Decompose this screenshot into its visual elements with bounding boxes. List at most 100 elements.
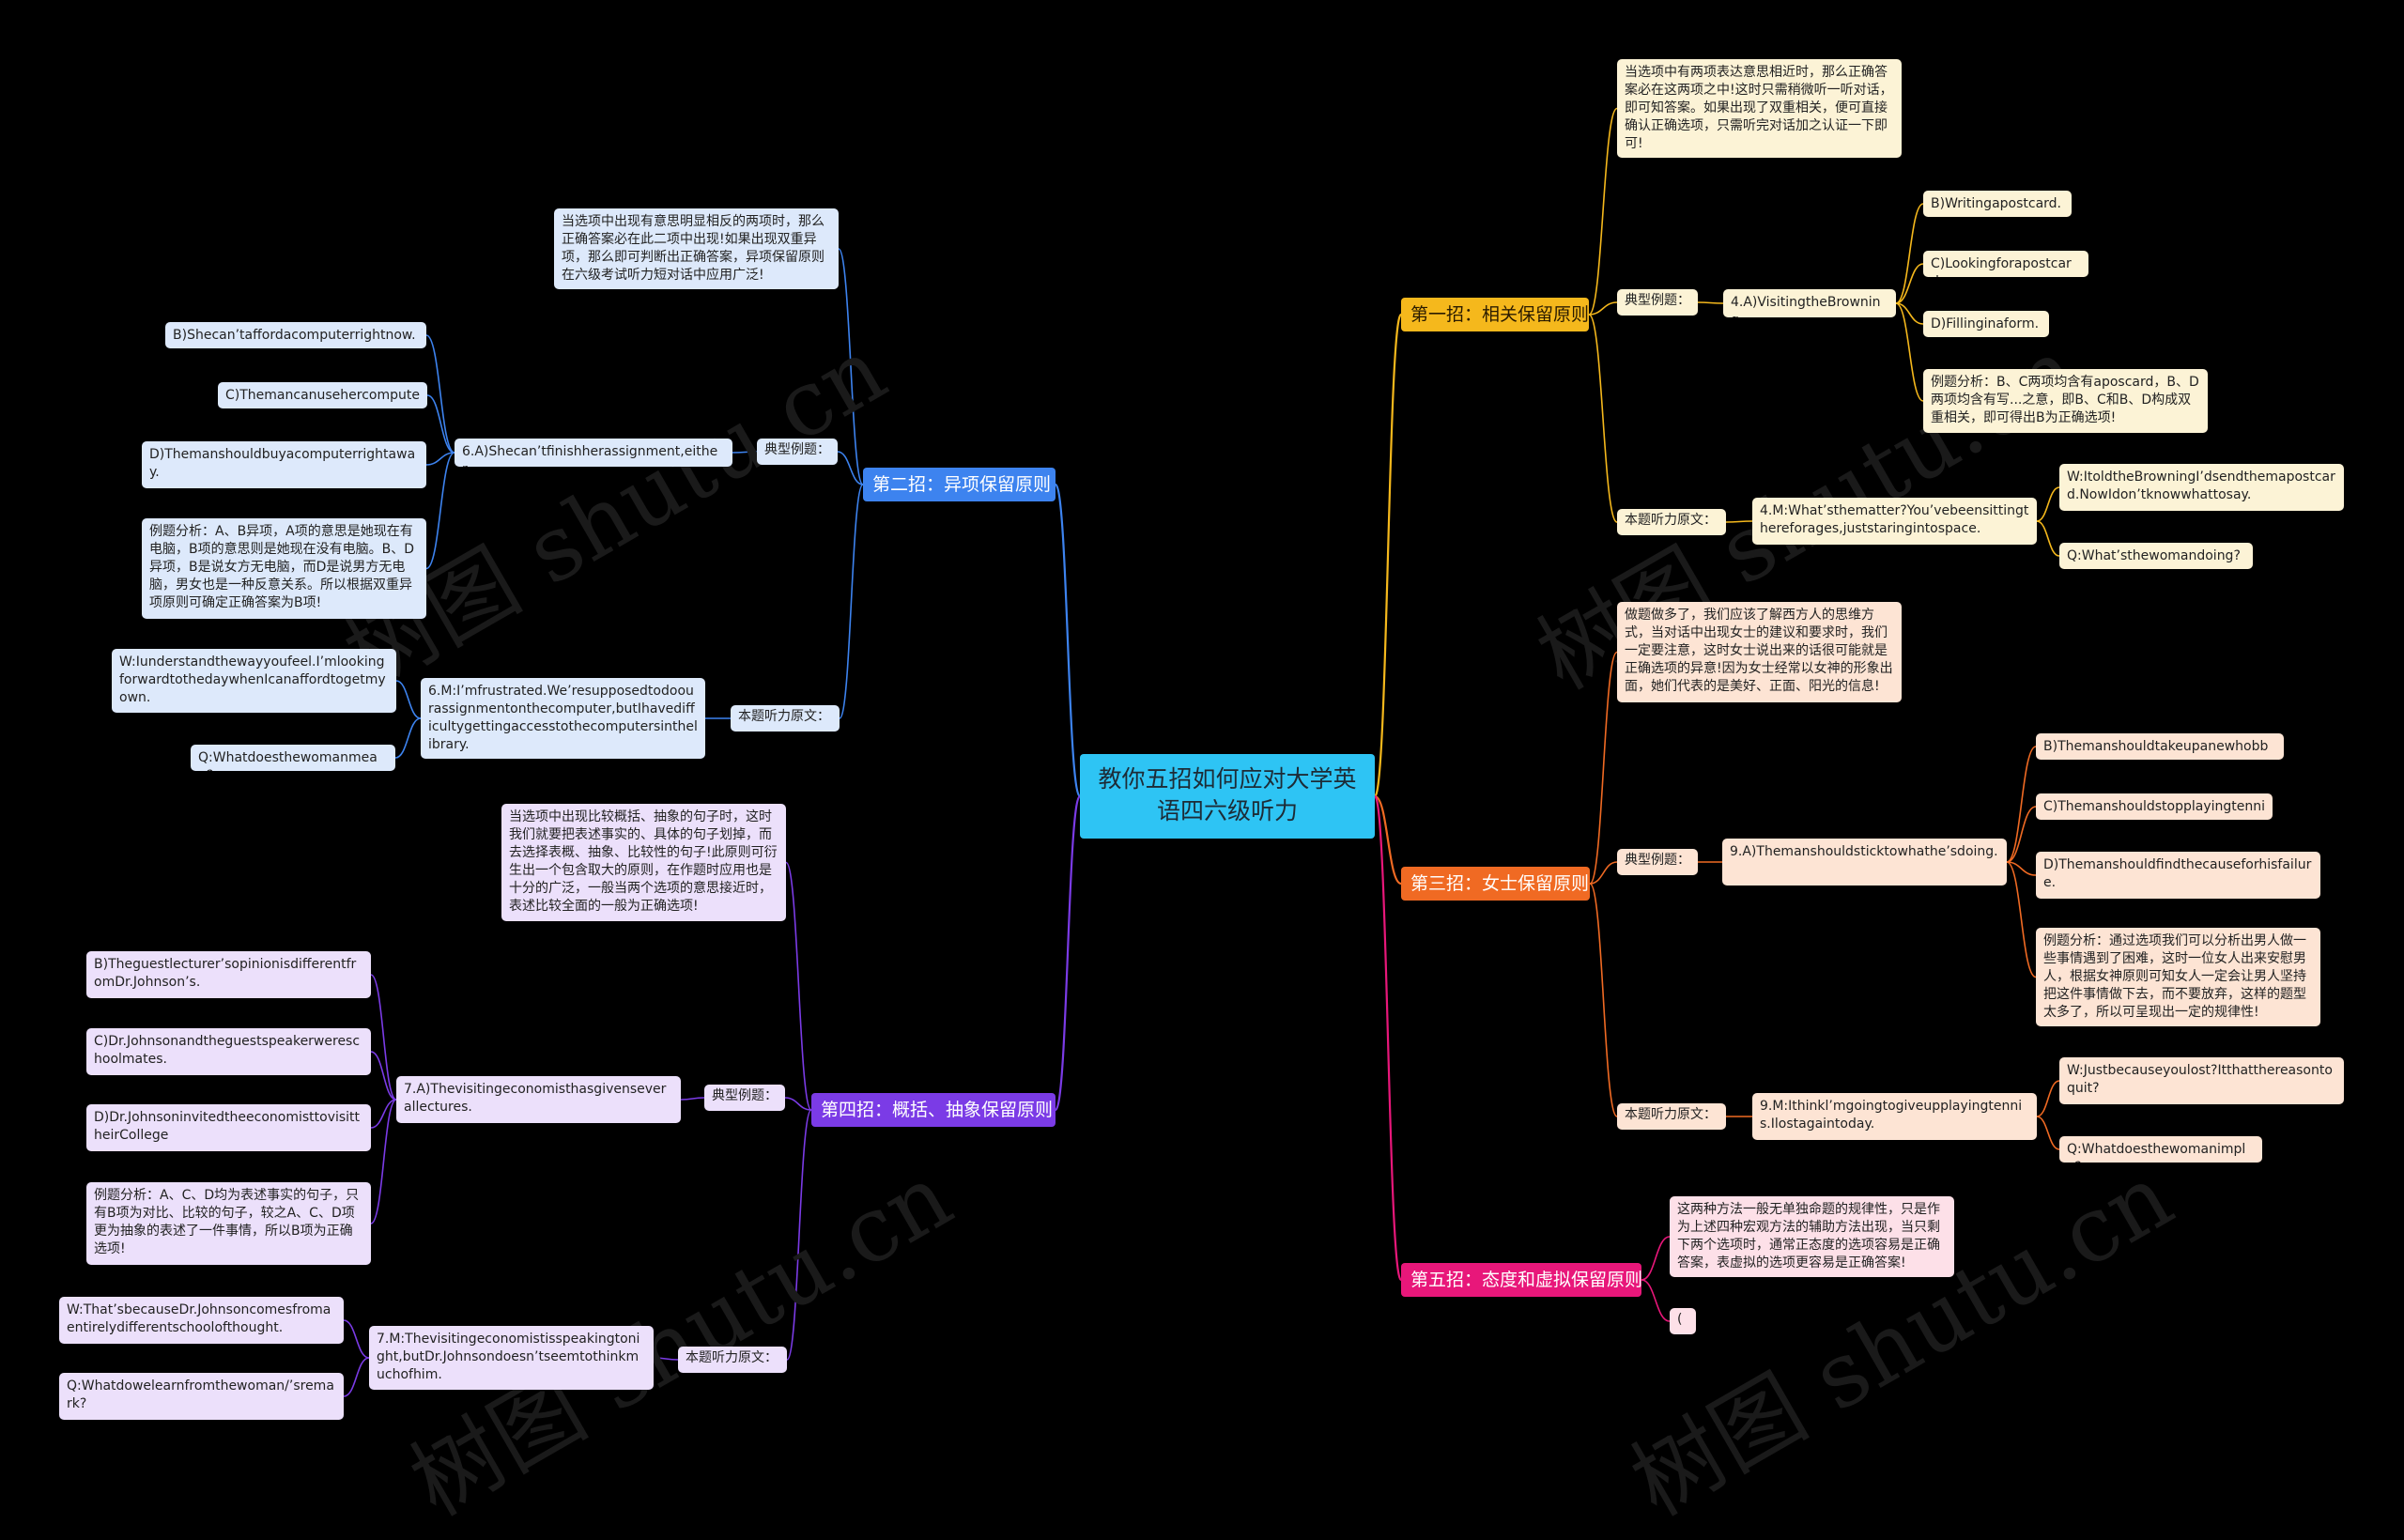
connector-lines xyxy=(343,107,2060,1397)
branch-4-dialogue-line[interactable]: W:That’sbecauseDr.Johnsoncomesfromaentir… xyxy=(59,1297,344,1344)
branch-1-note[interactable]: 当选项中有两项表达意思相近时，那么正确答案必在这两项之中!这时只需稍微听一听对话… xyxy=(1617,59,1902,158)
branch-1-dialogue-line[interactable]: W:ItoldtheBrowningI’dsendthemapostcard.N… xyxy=(2059,464,2344,511)
connector xyxy=(2036,486,2060,522)
branch-1-original-label[interactable]: 本题听力原文： xyxy=(1617,509,1726,535)
branch-2-original-label[interactable]: 本题听力原文： xyxy=(731,705,840,732)
branch-4-option[interactable]: B)Theguestlecturer’sopinionisdifferentfr… xyxy=(86,951,371,998)
connector xyxy=(1895,263,1924,304)
branch-3-option[interactable]: C)Themanshouldstopplayingtennis. xyxy=(2036,793,2273,820)
connector xyxy=(425,452,455,466)
connector xyxy=(1895,302,1924,325)
branch-1-analysis[interactable]: 例题分析：B、C两项均含有aposcard，B、D两项均含有写...之意，即B、… xyxy=(1923,369,2208,433)
connector xyxy=(1054,794,1082,1112)
connector xyxy=(2006,861,2037,978)
connector xyxy=(343,1357,370,1397)
connector xyxy=(370,1099,397,1129)
branch-3-original-text[interactable]: 9.M:Ithinkl’mgoingtogiveupplayingtennis.… xyxy=(1752,1093,2037,1140)
branch-1-option[interactable]: B)Writingapostcard. xyxy=(1923,191,2072,217)
connector xyxy=(2036,520,2060,557)
branch-2-analysis[interactable]: 例题分析：A、B异项，A项的意思是她现在有电脑，B项的意思则是她现在没有电脑。B… xyxy=(142,518,426,619)
connector xyxy=(1373,313,1403,798)
connector xyxy=(370,1099,397,1224)
connector xyxy=(395,680,422,719)
connector xyxy=(1589,883,1618,1117)
branch-3-dialogue-line[interactable]: Q:Whatdoesthewomanimply? xyxy=(2059,1136,2262,1163)
branch-3-dialogue-line[interactable]: W:Justbecauseyoulost?Itthatthereasontoqu… xyxy=(2059,1057,2344,1104)
branch-3-analysis[interactable]: 例题分析：通过选项我们可以分析出男人做一些事情遇到了困难，这时一位女人出来安慰男… xyxy=(2036,928,2320,1026)
connector xyxy=(1374,794,1402,886)
branch-2-title[interactable]: 第二招：异项保留原则 xyxy=(863,468,1056,501)
branch-2-dialogue-line[interactable]: Q:Whatdoesthewomanmean? xyxy=(191,745,395,771)
branch-4-original-label[interactable]: 本题听力原文： xyxy=(678,1347,787,1373)
branch-1-original-text[interactable]: 4.M:What’sthematter?You’vebeensittingthe… xyxy=(1752,498,2037,545)
connector xyxy=(784,1097,812,1111)
branch-2-option[interactable]: C)Themancanusehercomputer. xyxy=(218,382,427,408)
branch-2-example-question[interactable]: 6.A)Shecan’tfinishherassignment,either. xyxy=(455,439,732,467)
connector xyxy=(1588,107,1618,316)
branch-3-option[interactable]: B)Themanshouldtakeupanewhobby. xyxy=(2036,733,2284,760)
connector xyxy=(1589,861,1618,885)
branch-4-option[interactable]: C)Dr.Johnsonandtheguestspeakerwereschool… xyxy=(86,1028,371,1075)
connector xyxy=(1895,302,1924,402)
branch-4-option[interactable]: D)Dr.Johnsoninvitedtheeconomisttovisitth… xyxy=(86,1104,371,1151)
connector xyxy=(1641,1279,1671,1322)
connector xyxy=(426,394,455,454)
connector xyxy=(837,451,864,485)
branch-1-option[interactable]: C)Lookingforapostcard. xyxy=(1923,251,2088,277)
connector xyxy=(680,1097,705,1101)
connector xyxy=(1373,794,1403,1282)
connector xyxy=(2036,1080,2060,1117)
connector xyxy=(1589,651,1618,885)
connector xyxy=(370,1051,397,1101)
branch-2-note[interactable]: 当选项中出现有意思明显相反的两项时，那么正确答案必在此二项中出现!如果出现双重异… xyxy=(554,208,839,289)
connector xyxy=(1895,203,1924,304)
connector xyxy=(2006,746,2037,863)
connector xyxy=(785,861,812,1111)
branch-4-title[interactable]: 第四招：概括、抽象保留原则 xyxy=(811,1093,1056,1127)
branch-3-title[interactable]: 第三招：女士保留原则 xyxy=(1401,867,1590,901)
branch-3-original-label[interactable]: 本题听力原文： xyxy=(1617,1103,1726,1130)
branch-4-note[interactable]: 当选项中出现比较概括、抽象的句子时，这时我们就要把表述事实的、具体的句子划掉，而… xyxy=(501,804,786,921)
branch-1-option[interactable]: D)Fillinginaform. xyxy=(1923,311,2049,337)
branch-5-note[interactable]: 这两种方法一般无单独命题的规律性，只是作为上述四种宏观方法的辅助方法出现，当只剩… xyxy=(1670,1196,1954,1277)
branch-1-example-label[interactable]: 典型例题： xyxy=(1617,289,1698,316)
connector xyxy=(786,1109,812,1361)
branch-1-example-question[interactable]: 4.A)VisitingtheBrowning. xyxy=(1723,289,1896,317)
connector xyxy=(2036,1116,2060,1150)
connector xyxy=(1725,520,1753,523)
connector xyxy=(1641,1236,1671,1281)
branch-2-option[interactable]: D)Themanshouldbuyacomputerrightaway. xyxy=(142,441,426,488)
branch-4-dialogue-line[interactable]: Q:Whatdowelearnfromthewoman/’sremark? xyxy=(59,1373,344,1420)
connector xyxy=(370,974,397,1101)
connector xyxy=(1697,301,1724,304)
branch-3-option[interactable]: D)Themanshouldfindthecauseforhisfailure. xyxy=(2036,852,2320,899)
branch-1-title[interactable]: 第一招：相关保留原则 xyxy=(1401,298,1589,331)
connector xyxy=(425,334,455,454)
connector xyxy=(1588,301,1618,316)
branch-2-original-text[interactable]: 6.M:I’mfrustrated.We’resupposedtodoouras… xyxy=(421,678,705,759)
branch-4-example-question[interactable]: 7.A)Thevisitingeconomisthasgivenseverall… xyxy=(396,1076,681,1123)
root-topic[interactable]: 教你五招如何应对大学英语四六级听力 xyxy=(1080,754,1375,839)
connector xyxy=(425,452,455,570)
branch-4-example-label[interactable]: 典型例题： xyxy=(704,1085,785,1111)
branch-1-dialogue-line[interactable]: Q:What’sthewomandoing? xyxy=(2059,543,2253,569)
connector xyxy=(343,1319,370,1359)
connector xyxy=(838,248,864,485)
branch-5-title[interactable]: 第五招：态度和虚拟保留原则 xyxy=(1401,1263,1641,1297)
branch-3-example-label[interactable]: 典型例题： xyxy=(1617,849,1698,875)
connector xyxy=(1588,314,1618,523)
branch-2-option[interactable]: B)Shecan’taffordacomputerrightnow. xyxy=(165,322,426,348)
branch-4-original-text[interactable]: 7.M:Thevisitingeconomistisspeakingtonigh… xyxy=(369,1326,654,1390)
connector xyxy=(2006,861,2037,876)
branch-3-example-question[interactable]: 9.A)Themanshouldsticktowhathe’sdoing. xyxy=(1722,839,2007,886)
connector xyxy=(732,451,758,454)
branch-3-note[interactable]: 做题做多了，我们应该了解西方人的思维方式，当对话中出现女士的建议和要求时，我们一… xyxy=(1617,602,1902,702)
branch-4-analysis[interactable]: 例题分析：A、C、D均为表述事实的句子，只有B项为对比、比较的句子，较之A、C、… xyxy=(86,1182,371,1265)
branch-2-dialogue-line[interactable]: W:Iunderstandthewayyoufeel.I’mlookingfor… xyxy=(112,649,396,713)
branch-5-extra[interactable]: ( xyxy=(1670,1308,1696,1334)
connector xyxy=(2006,806,2037,863)
connector xyxy=(394,717,422,759)
branch-2-example-label[interactable]: 典型例题： xyxy=(757,439,838,465)
connector xyxy=(653,1357,679,1361)
connector xyxy=(839,484,864,719)
